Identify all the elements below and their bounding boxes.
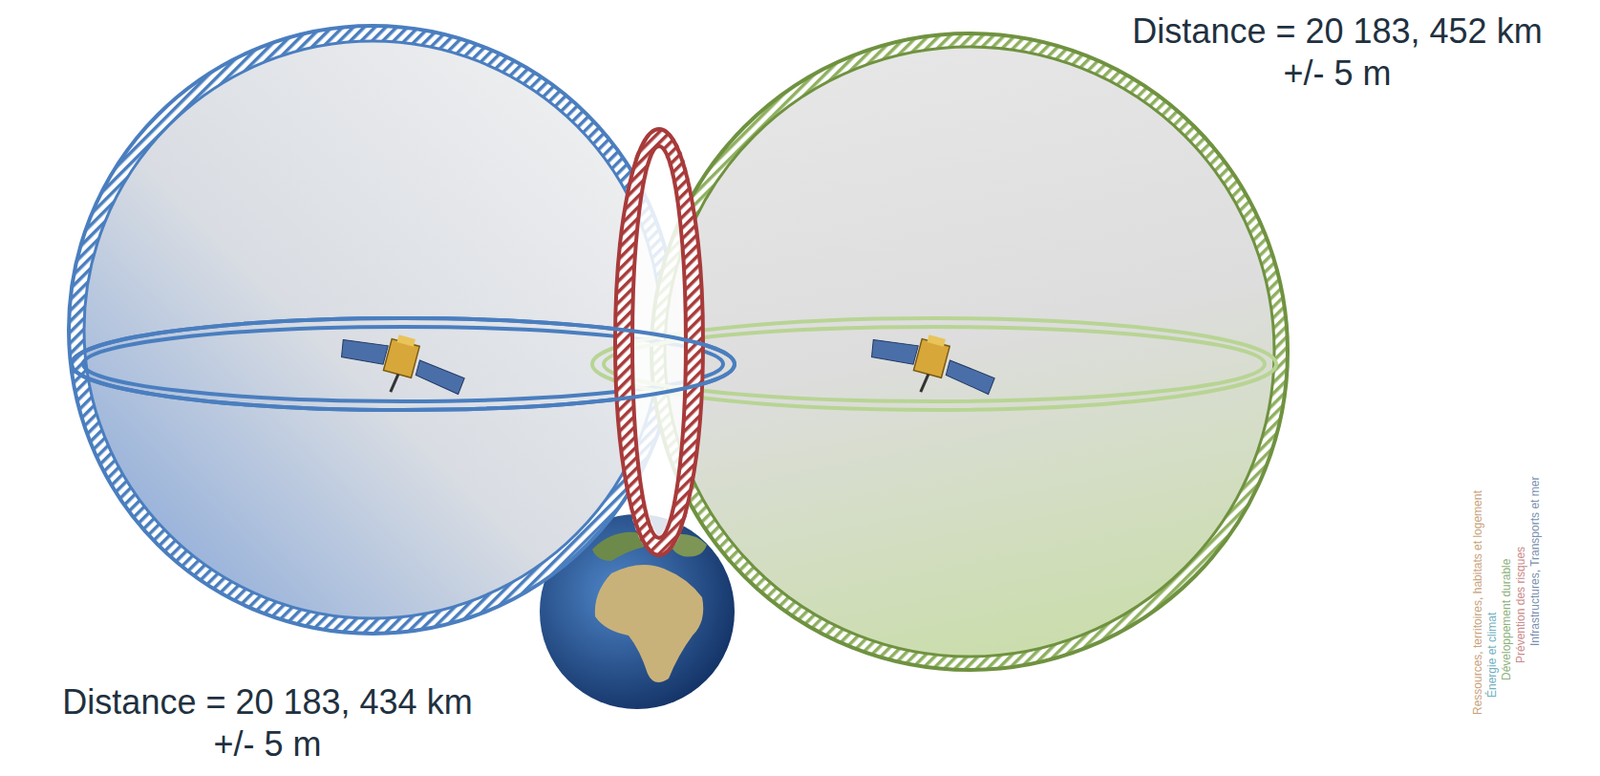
tolerance-label: +/- 5 m bbox=[1282, 53, 1391, 94]
watermark-text: Ressources, territoires, habitats et log… bbox=[1471, 332, 1486, 715]
satellite-icon bbox=[863, 320, 1002, 409]
intersection-circle bbox=[71, 128, 735, 555]
distance-label: Distance = 20 183, 452 km bbox=[1131, 11, 1542, 52]
watermark-text: Infrastructures, Transports et mer bbox=[1528, 332, 1543, 715]
watermark-text: Développement durable bbox=[1499, 332, 1515, 715]
distance-label: Distance = 20 183, 434 km bbox=[62, 682, 472, 723]
satellite-range-sphere bbox=[68, 25, 677, 634]
watermark-text: Prévention des risques bbox=[1514, 332, 1529, 715]
satellite-range-sphere bbox=[651, 33, 1288, 670]
watermark-text: Énergie et climat bbox=[1485, 332, 1500, 715]
watermark: Ressources, territoires, habitats et log… bbox=[1471, 332, 1543, 715]
satellite-icon bbox=[333, 320, 471, 409]
tolerance-label: +/- 5 m bbox=[213, 724, 321, 765]
